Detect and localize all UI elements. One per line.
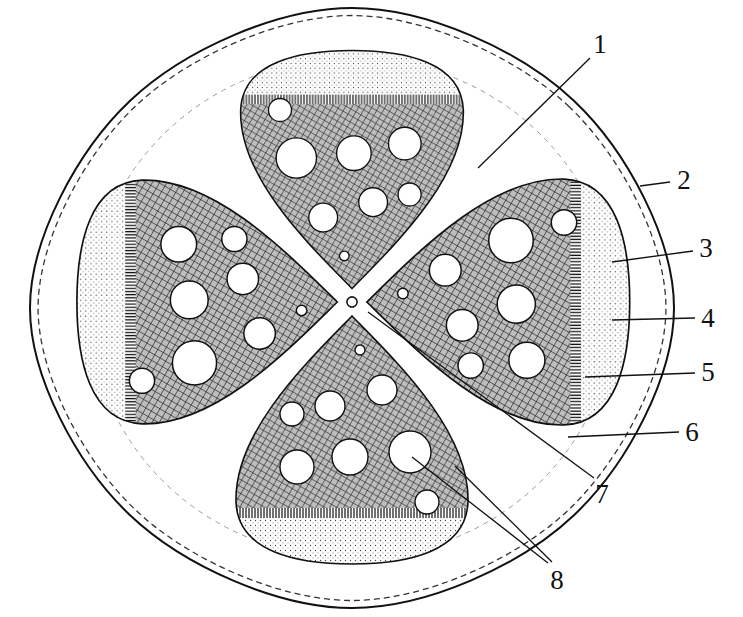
vessel — [551, 210, 576, 235]
vessel — [222, 226, 247, 251]
vessel — [509, 342, 545, 378]
centre-cell — [347, 297, 357, 307]
callout-holder: 3 — [699, 235, 713, 262]
callout-holder: 1 — [593, 31, 607, 58]
vessel — [429, 254, 461, 286]
vessel — [340, 251, 350, 261]
callout-number: 8 — [550, 567, 564, 594]
vessel — [309, 203, 338, 232]
phloem — [218, 24, 487, 99]
leader-line — [585, 373, 695, 377]
phloem — [48, 155, 130, 449]
vessel — [415, 490, 439, 514]
vessel — [129, 368, 154, 393]
leader-line — [612, 251, 693, 262]
callout-holder: 4 — [701, 305, 715, 332]
vascular-lobe — [48, 155, 338, 449]
leader-line — [640, 182, 670, 186]
callout-holder: 7 — [595, 481, 609, 508]
vessel — [315, 391, 345, 421]
vessel — [398, 183, 421, 206]
phloem — [577, 154, 660, 451]
cambium — [218, 95, 487, 105]
callout-number: 2 — [677, 167, 691, 194]
callout-number: 5 — [701, 359, 715, 386]
lobe-outline — [77, 180, 337, 424]
vessel — [170, 281, 208, 319]
vessel — [227, 263, 259, 295]
vessel — [388, 127, 421, 160]
vessel — [276, 138, 316, 178]
vessel — [332, 439, 368, 475]
callout-number: 7 — [595, 481, 609, 508]
epidermis-inner-line — [38, 16, 666, 601]
leader-line — [612, 318, 695, 320]
vessel — [161, 226, 197, 262]
vessel — [359, 188, 388, 217]
callout-holder: 5 — [701, 359, 715, 386]
centre-cell — [347, 297, 357, 307]
cambium — [212, 508, 492, 518]
epidermis-outline — [30, 8, 674, 608]
callout-holder: 6 — [685, 419, 699, 446]
leader-line — [568, 432, 679, 437]
vessel — [458, 353, 483, 378]
vessel — [497, 285, 535, 323]
vessel — [172, 341, 216, 385]
vessel — [355, 345, 365, 355]
vessel — [489, 218, 534, 263]
callout-number: 1 — [593, 31, 607, 58]
cambium — [570, 154, 581, 451]
vessel — [337, 136, 372, 171]
vessel — [446, 309, 478, 341]
callout-number: 6 — [685, 419, 699, 446]
callout-holder: 8 — [550, 567, 564, 594]
vessel — [268, 98, 291, 121]
leader-line — [368, 312, 594, 478]
leader-line — [478, 58, 590, 168]
vessel — [244, 318, 276, 350]
callout-number: 4 — [701, 305, 715, 332]
leader-line — [412, 457, 548, 563]
vessel — [367, 375, 397, 405]
phloem — [212, 514, 492, 592]
vessel — [296, 305, 307, 316]
callout-number: 3 — [699, 235, 713, 262]
cambium — [125, 155, 136, 449]
leader-line — [455, 466, 552, 562]
vessel — [280, 450, 314, 484]
vessel — [280, 402, 304, 426]
callout-holder: 2 — [677, 167, 691, 194]
vessel — [398, 288, 409, 299]
